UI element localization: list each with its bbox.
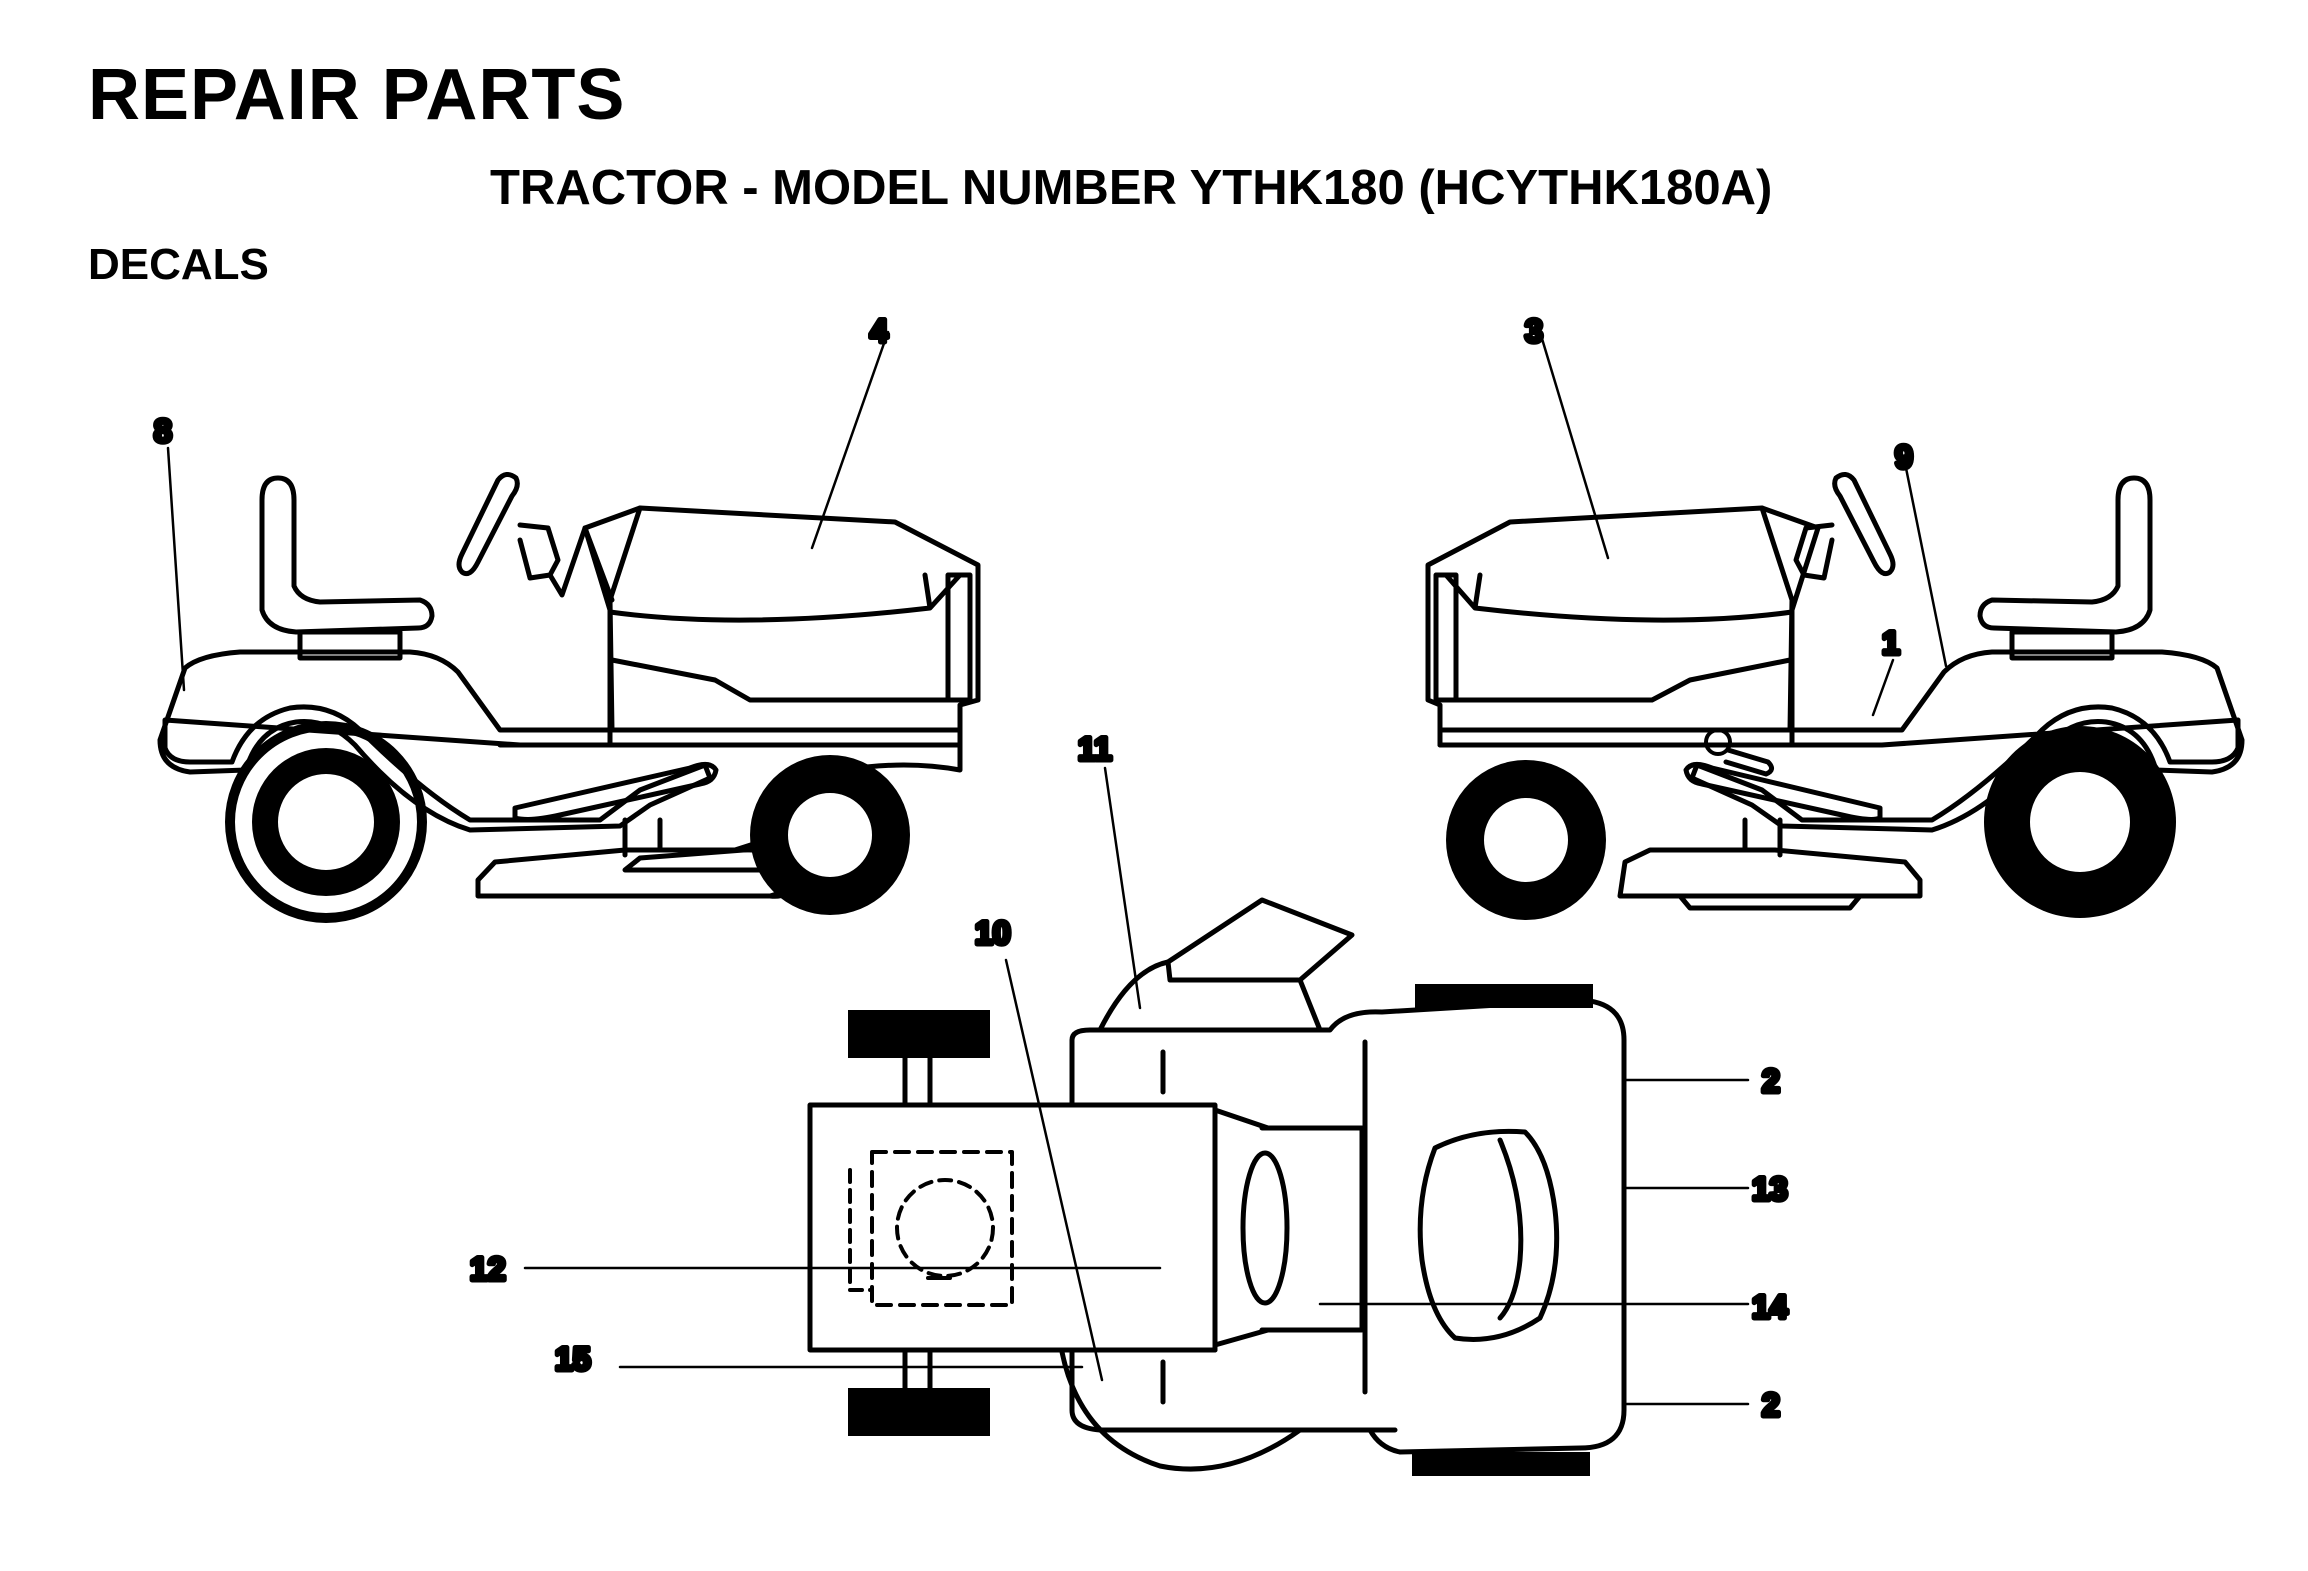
pedal-left — [512, 762, 719, 822]
callout-2-lower: 2 — [1762, 1387, 1780, 1423]
seat-left — [259, 475, 435, 635]
tractor-top-view — [807, 897, 1627, 1476]
steering-wheel-top — [1240, 1150, 1290, 1306]
callout-9: 9 — [1895, 439, 1913, 475]
callout-15: 15 — [555, 1341, 591, 1377]
callout-8: 8 — [154, 413, 172, 449]
seat-top — [1417, 1128, 1560, 1342]
front-wheel-top-lower — [848, 1388, 990, 1436]
frame-left — [497, 742, 963, 773]
callout-10: 10 — [975, 915, 1011, 951]
rear-wheel-top-lower — [1412, 1452, 1590, 1476]
front-wheel-top-upper — [848, 1010, 990, 1058]
section-heading: DECALS — [88, 240, 269, 289]
seat-post-right — [2009, 629, 2115, 661]
callout-4: 4 — [870, 313, 888, 349]
page-title: REPAIR PARTS — [88, 55, 626, 135]
callout-12: 12 — [470, 1251, 506, 1287]
engine-outline — [870, 1150, 1014, 1307]
steering-wheel-left — [456, 472, 520, 577]
callout-numbers: 4 3 8 9 1 11 10 12 15 2 13 14 2 — [152, 311, 1916, 1426]
mower-deck-top — [1059, 1349, 1398, 1472]
hood-right — [1425, 505, 1821, 748]
callout-11: 11 — [1078, 731, 1112, 767]
callout-3: 3 — [1525, 313, 1543, 349]
seat-right — [1977, 475, 2153, 635]
callout-13: 13 — [1752, 1171, 1788, 1207]
discharge-chute — [1097, 897, 1355, 1033]
callout-2-upper: 2 — [1762, 1063, 1780, 1099]
model-subtitle: TRACTOR - MODEL NUMBER YTHK180 (HCYTHK18… — [490, 161, 1773, 215]
seat-post-left — [297, 629, 403, 661]
tractor-right-side-view — [1425, 472, 2245, 920]
rear-wheel-left — [225, 721, 427, 923]
rear-fender-left — [157, 649, 963, 833]
mower-deck-left — [475, 839, 791, 899]
callout-14: 14 — [1752, 1289, 1788, 1325]
tractor-left-side-view — [157, 472, 981, 923]
callout-leaders — [166, 330, 1948, 1406]
hood-left — [582, 505, 981, 748]
rear-body-top — [1069, 997, 1627, 1455]
steering-wheel-right — [1832, 472, 1896, 577]
lift-lever-knob — [1704, 728, 1732, 756]
mower-deck-right — [1617, 847, 1923, 899]
pedal-right — [1683, 762, 1883, 822]
callout-1: 1 — [1882, 625, 1900, 661]
